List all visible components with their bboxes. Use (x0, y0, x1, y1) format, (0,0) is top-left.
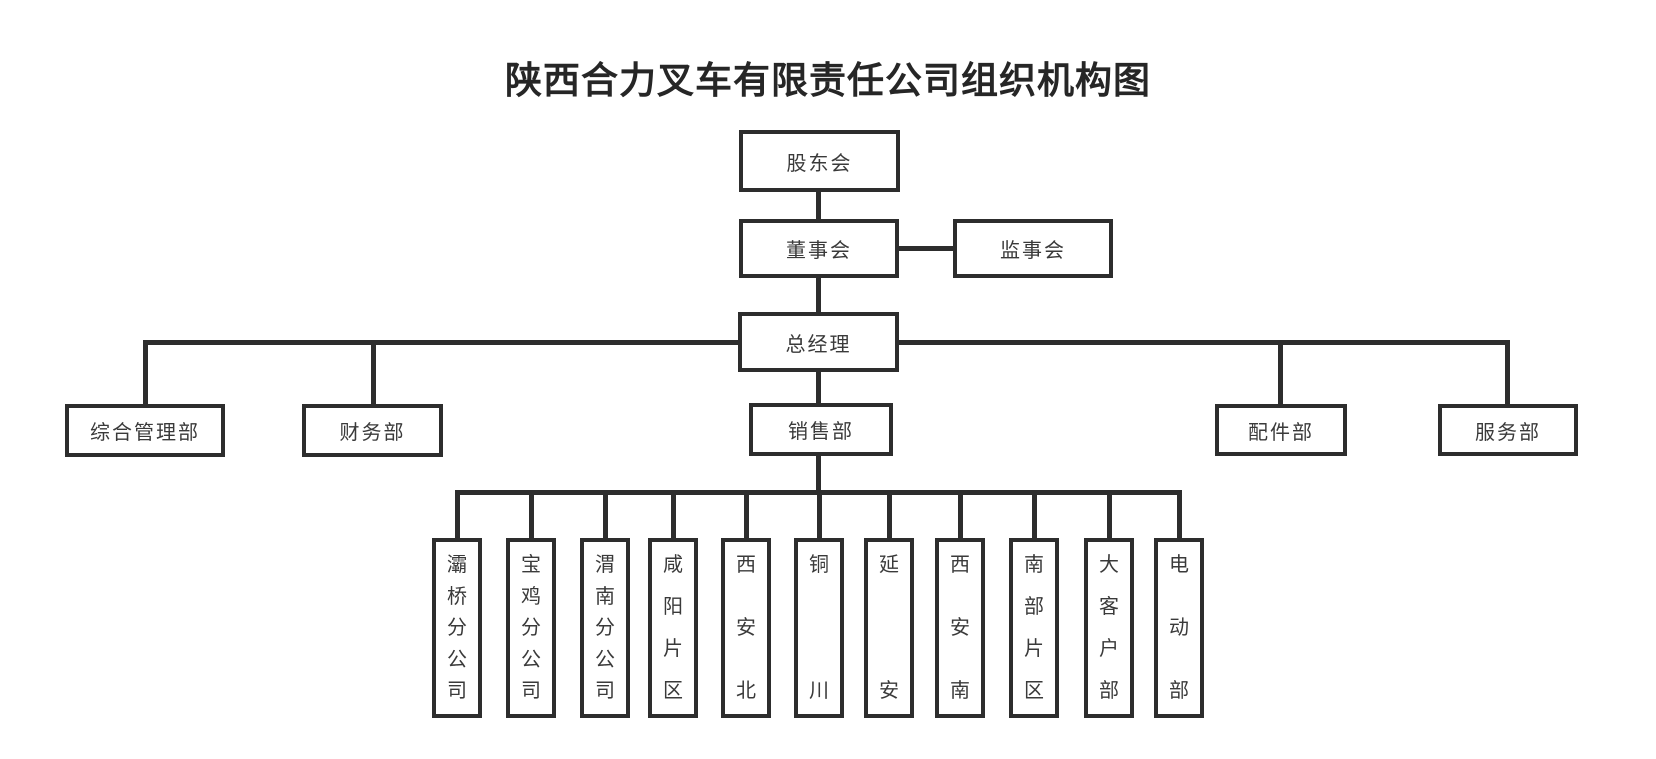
node-subunit-baoji-branch: 宝鸡分公司 (506, 538, 556, 718)
vertical-label-char: 渭 (595, 554, 615, 576)
node-shareholders-meeting: 股东会 (739, 130, 900, 192)
node-subunit-key-accounts: 大客户部 (1084, 538, 1134, 718)
node-board-of-directors: 董事会 (739, 219, 899, 278)
vertical-label-char: 电 (1169, 554, 1189, 576)
node-subunit-baqiao-branch: 灞桥分公司 (432, 538, 482, 718)
node-dept-general-admin: 综合管理部 (65, 404, 225, 457)
vertical-label-char: 西 (950, 554, 970, 576)
node-subunit-tongchuan: 铜川 (794, 538, 844, 718)
node-general-manager: 总经理 (738, 312, 899, 372)
connector-board-gm (816, 278, 821, 312)
connector-drop-xian-south (958, 493, 963, 538)
vertical-label-char: 公 (521, 648, 541, 671)
connector-drop-baqiao (455, 493, 460, 538)
node-board-of-directors-label: 董事会 (786, 240, 852, 262)
connector-gm-sales (816, 372, 821, 403)
vertical-label-char: 司 (521, 680, 541, 702)
connector-gm-rail-left (143, 340, 738, 345)
vertical-label-char: 片 (663, 638, 683, 660)
vertical-label-char: 北 (736, 680, 756, 702)
vertical-label-char: 分 (521, 617, 541, 639)
vertical-label-char: 分 (447, 617, 467, 639)
node-dept-parts: 配件部 (1215, 404, 1347, 456)
vertical-label-char: 司 (447, 680, 467, 702)
node-general-manager-label: 总经理 (785, 333, 852, 356)
connector-sales-bus (816, 455, 821, 492)
vertical-label-char: 公 (595, 648, 615, 671)
connector-board-supervisory (899, 246, 953, 251)
vertical-label-char: 部 (1169, 680, 1189, 702)
vertical-label-char: 客 (1099, 596, 1119, 618)
vertical-label-char: 南 (1024, 554, 1044, 576)
vertical-label-char: 桥 (447, 585, 467, 608)
vertical-label-char: 安 (879, 680, 899, 702)
connector-drop-xianyang (671, 493, 676, 538)
connector-drop-weinan (603, 493, 608, 538)
vertical-label-char: 区 (1024, 680, 1044, 702)
vertical-label-char: 区 (663, 680, 683, 702)
node-dept-service-label: 服务部 (1475, 421, 1541, 444)
node-subunit-yanan: 延安 (864, 538, 914, 718)
node-subunit-xian-south: 西安南 (935, 538, 985, 718)
node-supervisory-board: 监事会 (953, 219, 1113, 278)
node-subunit-southern-area: 南部片区 (1009, 538, 1059, 718)
node-dept-parts-label: 配件部 (1248, 421, 1314, 444)
connector-sales-rail (455, 490, 1182, 495)
vertical-label-char: 铜 (809, 554, 829, 576)
vertical-label-char: 公 (447, 648, 467, 671)
node-subunit-xianyang-area: 咸阳片区 (648, 538, 698, 718)
connector-drop-general-admin (143, 340, 148, 404)
node-subunit-weinan-branch: 渭南分公司 (580, 538, 630, 718)
node-dept-finance-label: 财务部 (339, 422, 406, 444)
connector-drop-finance (371, 340, 376, 404)
vertical-label-char: 南 (950, 680, 970, 702)
node-subunit-xian-north: 西安北 (721, 538, 771, 718)
connector-drop-service (1505, 340, 1510, 404)
connector-drop-electric (1177, 493, 1182, 538)
vertical-label-char: 动 (1169, 617, 1189, 639)
connector-shareholders-board (816, 192, 821, 219)
connector-drop-yanan (887, 493, 892, 538)
vertical-label-char: 分 (595, 617, 615, 639)
node-dept-service: 服务部 (1438, 404, 1578, 456)
vertical-label-char: 阳 (663, 596, 683, 618)
vertical-label-char: 鸡 (521, 585, 541, 608)
vertical-label-char: 片 (1024, 638, 1044, 660)
node-subunit-electric-dept: 电动部 (1154, 538, 1204, 718)
node-dept-finance: 财务部 (302, 404, 443, 457)
connector-drop-key-accounts (1107, 493, 1112, 538)
connector-drop-xian-north (744, 493, 749, 538)
connector-gm-rail-right (899, 340, 1509, 345)
vertical-label-char: 川 (809, 680, 829, 702)
vertical-label-char: 宝 (521, 554, 541, 576)
vertical-label-char: 大 (1099, 554, 1119, 576)
node-shareholders-meeting-label: 股东会 (786, 152, 853, 175)
vertical-label-char: 部 (1099, 680, 1119, 702)
node-dept-sales: 销售部 (749, 403, 893, 456)
vertical-label-char: 安 (950, 617, 970, 639)
vertical-label-char: 南 (595, 585, 615, 608)
connector-drop-baoji (529, 493, 534, 538)
connector-drop-parts (1278, 340, 1283, 404)
vertical-label-char: 部 (1024, 596, 1044, 618)
node-dept-sales-label: 销售部 (788, 421, 854, 443)
vertical-label-char: 西 (736, 554, 756, 576)
vertical-label-char: 户 (1099, 638, 1119, 660)
connector-drop-southern-area (1032, 493, 1037, 538)
node-dept-general-admin-label: 综合管理部 (90, 422, 200, 444)
vertical-label-char: 咸 (663, 554, 683, 576)
vertical-label-char: 安 (736, 617, 756, 639)
connector-drop-tongchuan (817, 493, 822, 538)
vertical-label-char: 灞 (447, 554, 467, 576)
vertical-label-char: 司 (595, 680, 615, 702)
node-supervisory-board-label: 监事会 (1000, 240, 1066, 262)
org-chart-title: 陕西合力叉车有限责任公司组织机构图 (505, 60, 1151, 101)
vertical-label-char: 延 (879, 554, 899, 576)
